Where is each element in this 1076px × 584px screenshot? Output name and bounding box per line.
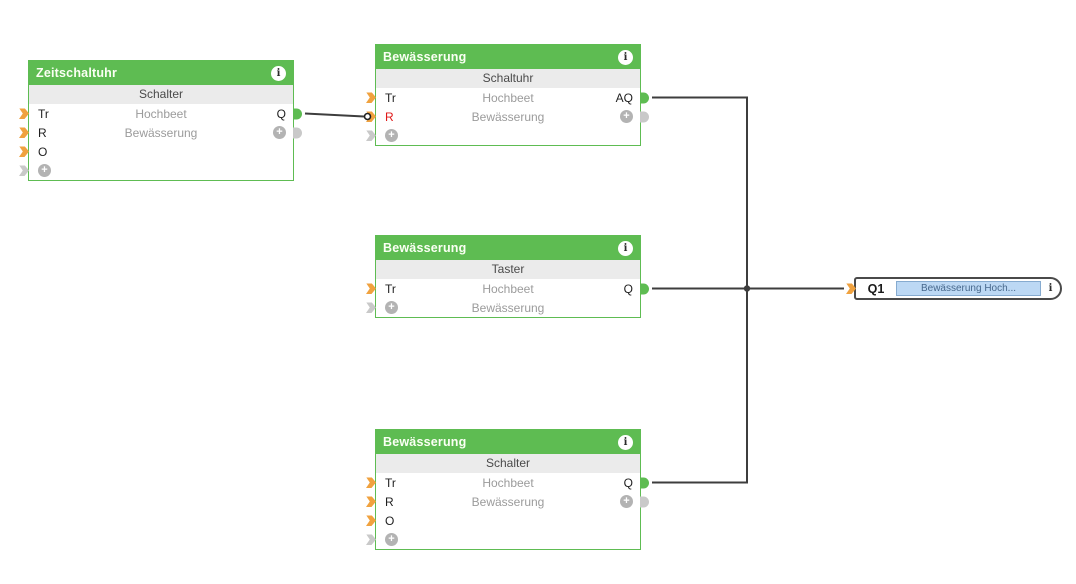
block-subtitle: Schaltuhr <box>376 69 640 88</box>
block-row: Tr Hochbeet Q <box>19 104 302 123</box>
input-connector-r-connected[interactable] <box>366 111 376 122</box>
block-header: Bewässerung i <box>376 236 640 260</box>
block-subtitle: Schalter <box>29 85 293 104</box>
info-icon[interactable]: i <box>618 434 633 450</box>
input-connector-o[interactable] <box>366 515 376 526</box>
output-connector-aq[interactable] <box>640 92 649 103</box>
block-row: Tr Hochbeet AQ <box>366 88 649 107</box>
input-connector-tr[interactable] <box>366 283 376 294</box>
add-input-button[interactable]: + <box>385 129 398 142</box>
wire-bus-vertical[interactable] <box>652 96 748 484</box>
block-subtitle: Schalter <box>376 454 640 473</box>
block-description-line1: Hochbeet <box>482 475 534 490</box>
input-connector-unused[interactable] <box>366 302 376 313</box>
function-block-zeitschaltuhr[interactable]: Zeitschaltuhr i Schalter Tr Hochbeet Q R… <box>19 60 302 181</box>
info-icon[interactable]: i <box>618 49 633 65</box>
input-connector-unused[interactable] <box>366 534 376 545</box>
input-connector-unused[interactable] <box>366 130 376 141</box>
block-description-line1: Hochbeet <box>482 90 534 105</box>
input-label-tr: Tr <box>385 90 396 105</box>
block-row: Tr Hochbeet Q <box>366 473 649 492</box>
add-input-button[interactable]: + <box>385 301 398 314</box>
output-label-q: Q <box>623 475 633 490</box>
q1-name-label: Bewässerung Hoch... <box>896 281 1041 296</box>
info-icon[interactable]: i <box>271 65 286 81</box>
add-output-button[interactable]: + <box>620 495 633 508</box>
function-block-bewaesserung-taster[interactable]: Bewässerung i Taster Tr Hochbeet Q + Bew… <box>366 235 649 318</box>
output-connector-unused[interactable] <box>640 111 649 122</box>
input-label-o: O <box>38 144 48 159</box>
q1-port-label: Q1 <box>867 281 885 296</box>
output-label-aq: AQ <box>615 90 633 105</box>
add-output-button[interactable]: + <box>273 126 286 139</box>
block-row: R Bewässerung + <box>366 492 649 511</box>
block-row: + <box>366 126 640 145</box>
block-description-line2: Bewässerung <box>471 109 545 124</box>
output-connector-q[interactable] <box>640 283 649 294</box>
info-icon[interactable]: i <box>1048 283 1053 294</box>
block-header: Zeitschaltuhr i <box>29 61 293 85</box>
input-label-tr: Tr <box>38 106 49 121</box>
block-row: + <box>19 161 293 180</box>
block-row: O <box>19 142 293 161</box>
block-row: + Bewässerung <box>366 298 640 317</box>
wire-zeitschaltuhr-q-to-r[interactable] <box>304 112 365 118</box>
wire-junction-dot <box>743 285 751 292</box>
output-connector-unused[interactable] <box>293 127 302 138</box>
output-label-q: Q <box>623 281 633 296</box>
block-title: Bewässerung <box>383 50 467 64</box>
input-label-tr: Tr <box>385 281 396 296</box>
input-connector-tr[interactable] <box>366 477 376 488</box>
block-row: R Bewässerung + <box>366 107 649 126</box>
digital-output-q1[interactable]: Q1 Bewässerung Hoch... i <box>846 277 1062 300</box>
function-block-bewaesserung-schaltuhr[interactable]: Bewässerung i Schaltuhr Tr Hochbeet AQ R… <box>366 44 649 146</box>
block-row: + <box>366 530 640 549</box>
block-title: Zeitschaltuhr <box>36 66 118 80</box>
output-connector-q[interactable] <box>293 108 302 119</box>
input-label-tr: Tr <box>385 475 396 490</box>
q1-input-connector[interactable] <box>846 283 856 294</box>
input-connector-unused[interactable] <box>19 165 29 176</box>
block-title: Bewässerung <box>383 241 467 255</box>
block-description-line2: Bewässerung <box>471 300 545 315</box>
block-description-line1: Hochbeet <box>482 281 534 296</box>
block-row: R Bewässerung + <box>19 123 302 142</box>
block-title: Bewässerung <box>383 435 467 449</box>
function-block-bewaesserung-schalter[interactable]: Bewässerung i Schalter Tr Hochbeet Q R B… <box>366 429 649 550</box>
block-description-line2: Bewässerung <box>471 494 545 509</box>
block-description-line1: Hochbeet <box>135 106 187 121</box>
input-connector-o[interactable] <box>19 146 29 157</box>
block-row: Tr Hochbeet Q <box>366 279 649 298</box>
input-connector-r[interactable] <box>366 496 376 507</box>
block-description-line2: Bewässerung <box>124 125 198 140</box>
input-connector-tr[interactable] <box>366 92 376 103</box>
input-label-r: R <box>385 494 394 509</box>
input-label-o: O <box>385 513 395 528</box>
block-header: Bewässerung i <box>376 45 640 69</box>
block-header: Bewässerung i <box>376 430 640 454</box>
input-label-r: R <box>38 125 47 140</box>
input-label-r: R <box>385 109 394 124</box>
block-subtitle: Taster <box>376 260 640 279</box>
output-connector-q[interactable] <box>640 477 649 488</box>
info-icon[interactable]: i <box>618 240 633 256</box>
add-input-button[interactable]: + <box>385 533 398 546</box>
output-connector-unused[interactable] <box>640 496 649 507</box>
block-row: O <box>366 511 640 530</box>
add-output-button[interactable]: + <box>620 110 633 123</box>
input-connector-r[interactable] <box>19 127 29 138</box>
add-input-button[interactable]: + <box>38 164 51 177</box>
output-label-q: Q <box>276 106 286 121</box>
input-connector-tr[interactable] <box>19 108 29 119</box>
